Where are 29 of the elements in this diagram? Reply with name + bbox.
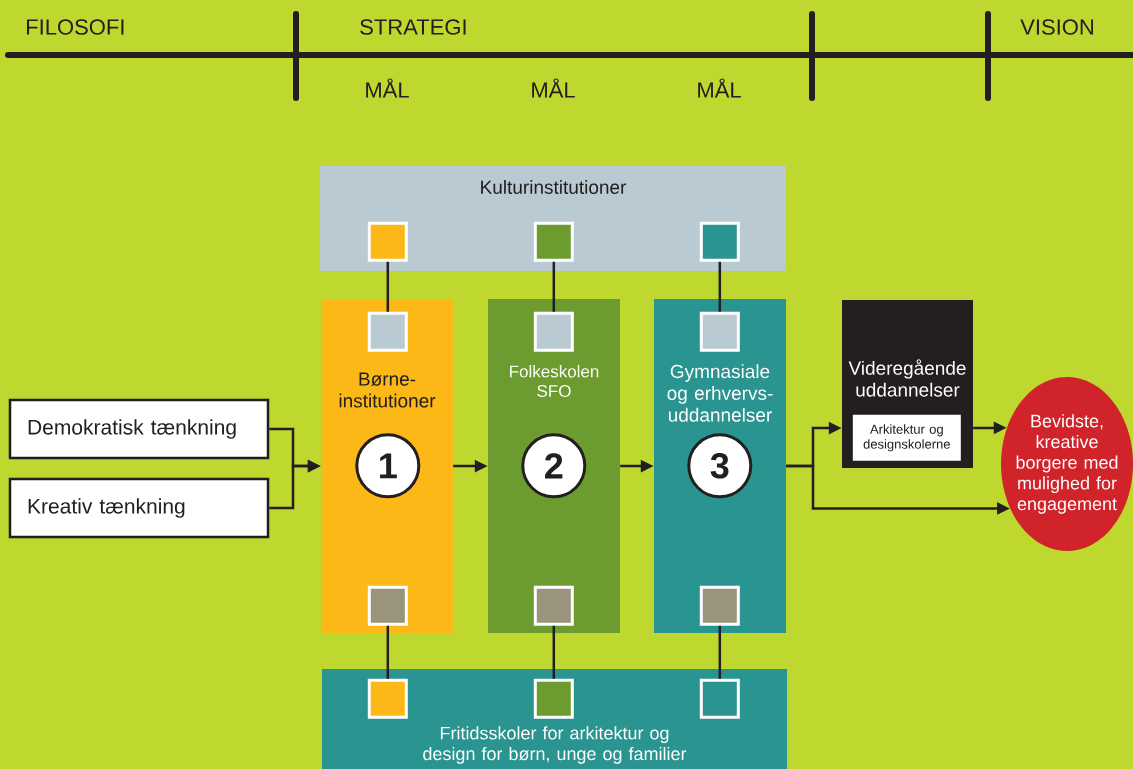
- square-marker: [533, 311, 574, 352]
- square-marker: [367, 678, 408, 719]
- connector-line: [386, 261, 390, 312]
- square-marker: [367, 585, 408, 626]
- square-marker: [367, 221, 408, 262]
- connector-line: [718, 261, 722, 312]
- square-marker: [699, 585, 740, 626]
- timeline-label: VISION: [1020, 19, 1093, 35]
- timeline-label: FILOSOFI: [27, 19, 124, 35]
- timeline-label: MÅL: [698, 78, 741, 98]
- band: Kulturinstitutioner: [320, 166, 786, 271]
- square-marker: [533, 678, 574, 719]
- square-marker: [699, 678, 740, 719]
- timeline-label: MÅL: [366, 78, 409, 98]
- label-box: Arkitektur og designskolerne: [852, 414, 961, 461]
- timeline-label: STRATEGI: [360, 19, 466, 35]
- connector-line: [552, 261, 556, 312]
- input-box: Kreativ tænkning: [8, 477, 270, 539]
- input-box: Demokratisk tænkning: [8, 398, 270, 460]
- connector-line: [552, 625, 556, 679]
- square-marker: [533, 585, 574, 626]
- square-marker: [699, 311, 740, 352]
- connector-line: [718, 625, 722, 679]
- square-marker: [367, 311, 408, 352]
- connector-line: [386, 625, 390, 679]
- timeline-label: MÅL: [532, 78, 575, 98]
- band: Fritidsskoler for arkitektur og design for børn, unge og familier: [322, 669, 787, 769]
- square-marker: [533, 221, 574, 262]
- square-marker: [699, 221, 740, 262]
